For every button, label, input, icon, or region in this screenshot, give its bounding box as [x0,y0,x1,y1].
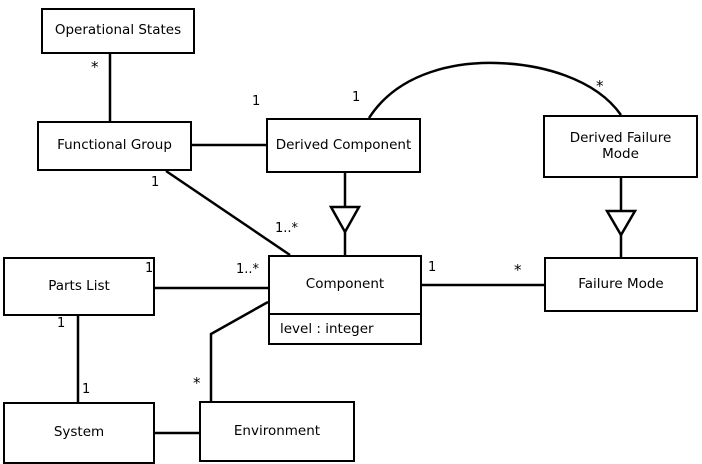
multiplicity-parts-list-system-target: 1 [82,382,91,397]
multiplicity-functional-group-derived-component: 1 [252,94,261,109]
class-derived-component[interactable]: Derived Component [266,118,421,173]
multiplicity-derived-failure-mode-arc-target: * [596,77,604,95]
class-name-component: Component [305,276,385,293]
generalization-arrowhead-failure-mode [604,209,638,238]
class-name-operational-states: Operational States [54,22,182,39]
multiplicity-parts-list-component-target: 1..* [236,262,260,277]
class-attribute-component-level: level : integer [270,313,420,343]
class-name-derived-failure-mode: Derived Failure Mode [569,129,672,162]
multiplicity-environment-component: * [193,374,201,392]
multiplicity-derived-component-arc-source: 1 [352,90,361,105]
edge-environment-component [209,300,269,401]
multiplicity-parts-list-component-source: 1 [145,261,154,276]
multiplicity-component-failure-mode-source: 1 [428,260,437,275]
edge-functional-group-component [165,169,291,257]
generalization-arrowhead-component [328,205,362,235]
class-parts-list[interactable]: Parts List [3,257,155,316]
class-name-functional-group: Functional Group [57,137,172,154]
class-name-parts-list: Parts List [48,277,110,294]
class-derived-failure-mode[interactable]: Derived Failure Mode [543,115,698,178]
multiplicity-operational-states-functional-group: * [91,58,99,76]
class-system[interactable]: System [3,402,155,464]
class-name-environment: Environment [233,422,321,439]
class-failure-mode[interactable]: Failure Mode [544,257,698,312]
class-environment[interactable]: Environment [199,401,355,462]
multiplicity-component-failure-mode-target: * [514,261,522,279]
multiplicity-functional-group-component-target: 1..* [275,221,299,236]
class-name-system: System [53,424,105,441]
multiplicity-parts-list-system-source: 1 [57,316,66,331]
edge-derived-component-derived-failure-mode [367,61,623,119]
class-component[interactable]: Component level : integer [268,255,422,345]
class-name-derived-component: Derived Component [275,136,412,153]
class-operational-states[interactable]: Operational States [41,8,195,54]
class-functional-group[interactable]: Functional Group [37,121,192,171]
multiplicity-functional-group-component-source: 1 [151,175,160,190]
class-name-failure-mode: Failure Mode [578,275,664,292]
